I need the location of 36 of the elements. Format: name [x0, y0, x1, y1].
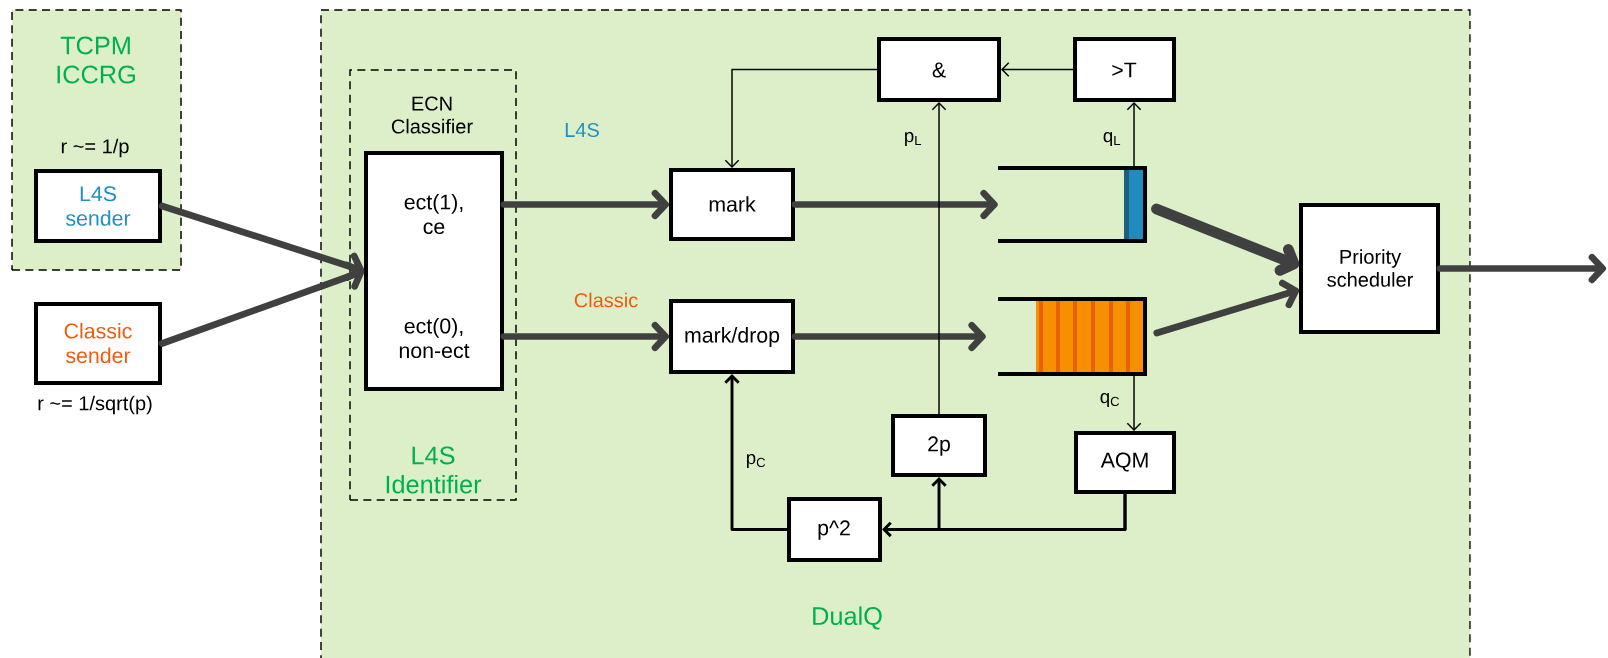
arrow	[791, 189, 998, 220]
arrow	[500, 321, 669, 352]
arrow	[500, 189, 669, 220]
arrow	[1126, 373, 1142, 431]
arrow	[158, 261, 365, 347]
arrow	[791, 321, 986, 352]
queue-drawing	[998, 166, 1147, 243]
box-label: mark	[709, 196, 756, 212]
arrow	[1436, 253, 1606, 284]
arrow	[724, 68, 878, 168]
box-label: Priority scheduler	[1327, 249, 1413, 287]
arrow	[931, 102, 947, 415]
box-label: ect(1), ce	[404, 193, 463, 235]
arrow	[1153, 279, 1300, 337]
rate-formula: r ~= 1/p	[61, 138, 129, 158]
group-title: L4S Identifier	[386, 446, 482, 494]
arrow	[931, 477, 1127, 531]
box-label: mark/drop	[685, 327, 780, 347]
arrow	[1126, 102, 1142, 169]
box-label: AQM	[1100, 452, 1148, 472]
rate-formula: r ~= 1/sqrt(p)	[38, 395, 152, 415]
group-title: DualQ	[813, 606, 882, 630]
arrow	[1001, 62, 1074, 77]
group-title: TCPM ICCRG	[57, 36, 135, 84]
box-label: p^2	[818, 520, 850, 540]
box-label: Classic sender	[64, 322, 132, 364]
edge-label: Classic	[572, 291, 640, 309]
box-label: &	[932, 62, 946, 78]
box-title: ECN Classifier	[391, 96, 473, 134]
queue-drawing	[998, 297, 1147, 376]
box-label: L4S sender	[66, 186, 131, 226]
box-label: 2p	[928, 436, 950, 456]
box-label: >T	[1112, 62, 1137, 78]
arrow	[724, 374, 789, 531]
arrow	[1151, 203, 1300, 276]
box-label: ect(0), non-ect	[399, 317, 470, 359]
